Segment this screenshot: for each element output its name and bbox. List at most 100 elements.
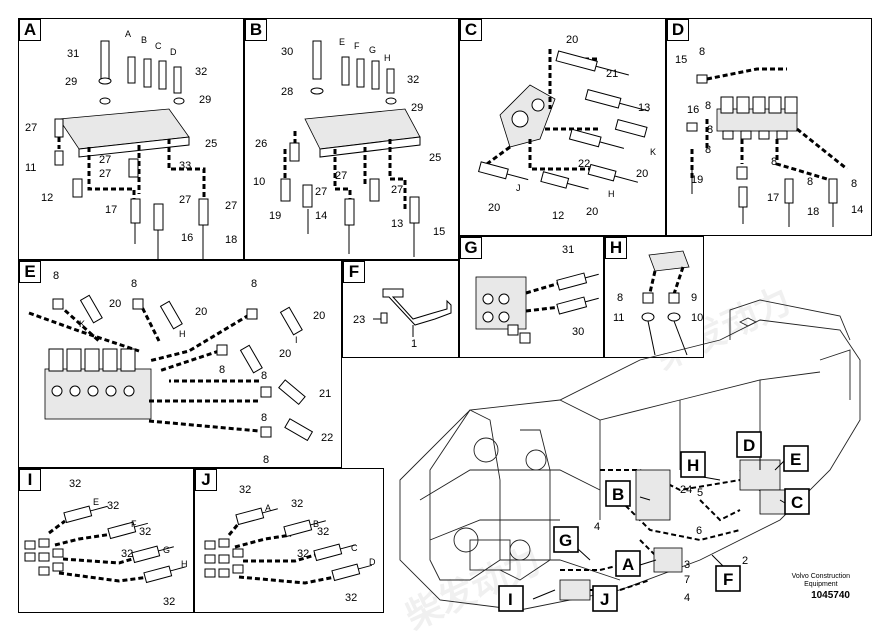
label: 12: [552, 210, 564, 222]
svg-text:F: F: [723, 570, 733, 589]
label: 14: [315, 210, 327, 222]
callout-e: E: [783, 445, 809, 472]
label: 8: [807, 176, 813, 188]
valve-block: [716, 96, 798, 140]
panel-d-drawing: 15 8 16 8 8 8 8 19 17 8 18 8 14: [675, 46, 863, 227]
label: 21: [319, 388, 331, 400]
label: 20: [586, 206, 598, 218]
label: 8: [261, 412, 267, 424]
label: 29: [199, 94, 211, 106]
label: 27: [25, 122, 37, 134]
panel-g: G 31 30: [459, 236, 604, 358]
label: 8: [771, 156, 777, 168]
panel-e-drawing: 8 20 8 20 8 20 K H I 8 20 8 21 8 22 8: [28, 270, 333, 466]
svg-text:D: D: [743, 436, 755, 455]
label: 14: [851, 204, 863, 216]
fitting-row: [98, 40, 185, 105]
label: 29: [411, 102, 423, 114]
callout-h: H: [680, 451, 706, 478]
valve-block: [44, 348, 152, 420]
panel-tag: A: [19, 19, 41, 41]
label: 23: [353, 314, 365, 326]
panel-j: J 32 A 32 B 32 C 32 D 32: [194, 468, 384, 613]
callout-g: G: [553, 526, 579, 553]
label: 32: [195, 66, 207, 78]
panel-b: B 30 E F G H 32 28 29 26 25 10 27: [244, 18, 459, 260]
label: 16: [181, 232, 193, 244]
credit-line: Equipment: [804, 581, 838, 588]
label: 13: [391, 218, 403, 230]
label: 29: [65, 76, 77, 88]
svg-text:H: H: [687, 456, 699, 475]
overview-number: 4: [594, 521, 600, 533]
fitting-cluster: [204, 538, 244, 578]
label: G: [163, 545, 170, 555]
label: D: [170, 47, 177, 57]
label: H: [181, 559, 188, 569]
label: 13: [638, 102, 650, 114]
label: H: [179, 329, 186, 339]
label: B: [141, 35, 147, 45]
panel-i-drawing: 32 E 32 F 32 G 32 H 32: [24, 478, 188, 608]
label: F: [354, 41, 360, 51]
label: 32: [239, 484, 251, 496]
label: 8: [261, 370, 267, 382]
label: 11: [613, 312, 624, 324]
label: 11: [25, 162, 36, 174]
label: A: [125, 29, 131, 39]
label: G: [369, 45, 376, 55]
label: 33: [179, 160, 191, 172]
label: 27: [179, 194, 191, 206]
callout-j: J: [592, 585, 618, 612]
label: 32: [345, 592, 357, 604]
label: 8: [707, 124, 713, 136]
credit-text: Volvo Construction Equipment: [792, 573, 850, 589]
label: 26: [255, 138, 267, 150]
label: 8: [53, 270, 59, 282]
panel-c: C 20 21 13 22 K 20 J 20 12 H 20: [459, 18, 666, 236]
label: 8: [851, 178, 857, 190]
label: 20: [566, 34, 578, 46]
label: 25: [429, 152, 441, 164]
callout-a: A: [615, 550, 641, 577]
label: I: [295, 335, 298, 345]
label: 8: [699, 46, 705, 58]
callout-f: F: [715, 565, 741, 592]
label: 19: [691, 174, 703, 186]
label: 27: [99, 168, 111, 180]
label: 31: [562, 244, 574, 256]
label: 20: [488, 202, 500, 214]
label: 8: [705, 144, 711, 156]
callout-b: B: [605, 480, 631, 507]
label: 22: [578, 158, 590, 170]
label: 10: [691, 312, 703, 324]
label: 20: [313, 310, 325, 322]
label: 32: [69, 478, 81, 490]
label: 32: [139, 526, 151, 538]
label: 32: [291, 498, 303, 510]
panel-tag: G: [460, 237, 482, 259]
label: 8: [131, 278, 137, 290]
label: 30: [572, 326, 584, 338]
label: J: [516, 183, 521, 193]
label: 17: [767, 192, 779, 204]
svg-text:I: I: [508, 590, 513, 609]
fitting-cluster: [24, 538, 64, 576]
label: 21: [606, 68, 618, 80]
panel-tag: H: [605, 237, 627, 259]
label: 9: [691, 292, 697, 304]
overview-number: 4: [684, 592, 690, 604]
label: 1: [411, 338, 417, 350]
label: 18: [807, 206, 819, 218]
panel-f: F 23 1: [342, 260, 459, 358]
label: K: [79, 319, 85, 329]
label: 27: [391, 184, 403, 196]
overview-number: 2: [742, 555, 748, 567]
panel-d: D 15 8 16 8 8: [666, 18, 872, 236]
callout-c: C: [784, 488, 810, 515]
label: 32: [107, 500, 119, 512]
label: E: [339, 37, 345, 47]
boom-mount: [429, 409, 551, 581]
label: 20: [109, 298, 121, 310]
label: F: [131, 519, 137, 529]
